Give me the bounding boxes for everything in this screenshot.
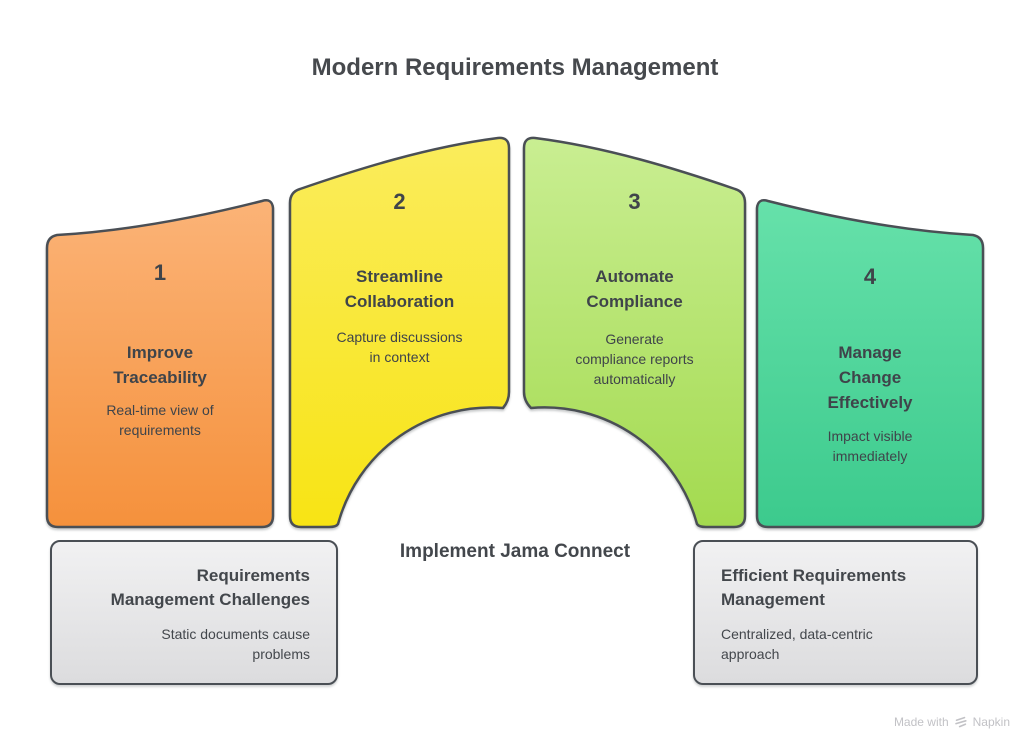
panel-2-shape	[288, 136, 511, 529]
watermark-brand: Napkin	[972, 715, 1010, 729]
info-box-challenges-title: Requirements Management Challenges	[110, 566, 310, 609]
info-box-challenges: Requirements Management Challenges Stati…	[50, 540, 338, 685]
panel-1-shape	[45, 199, 275, 529]
page-title: Modern Requirements Management	[311, 54, 719, 81]
center-label: Implement Jama Connect	[399, 541, 631, 562]
info-box-challenges-subtitle: Static documents cause problems	[161, 626, 310, 662]
panel-3-shape	[522, 136, 747, 529]
watermark: Made with Napkin	[894, 715, 1010, 729]
watermark-prefix: Made with	[893, 715, 949, 729]
info-box-efficient-title: Efficient Requirements Management	[721, 566, 907, 609]
napkin-logo-icon	[954, 716, 967, 728]
panel-4-shape	[755, 199, 985, 529]
info-box-efficient: Efficient Requirements Management Centra…	[693, 540, 978, 685]
info-box-efficient-subtitle: Centralized, data-centric approach	[721, 626, 873, 662]
